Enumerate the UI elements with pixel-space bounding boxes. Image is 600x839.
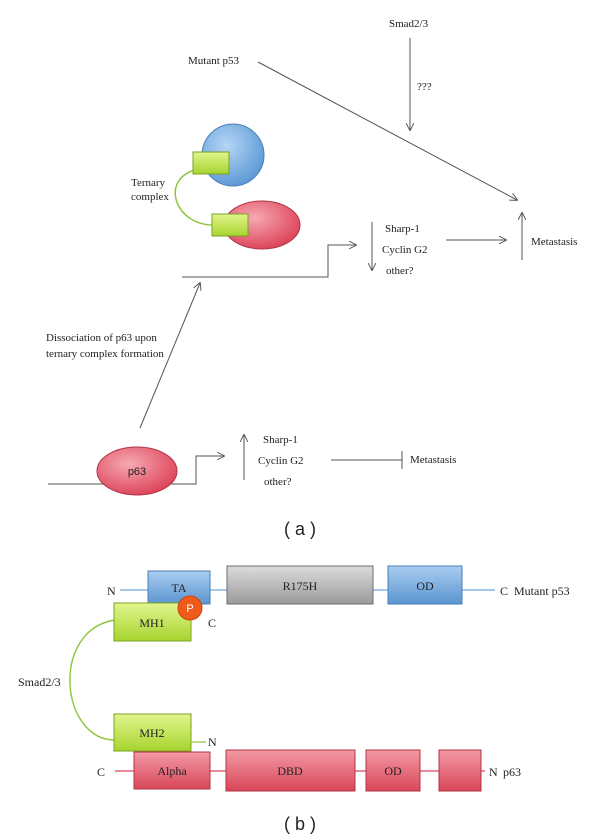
mutant-p53-c-terminus: C bbox=[500, 584, 508, 598]
smad-label: Smad2/3 bbox=[389, 18, 429, 30]
mutant-p53-r175h-label: R175H bbox=[283, 579, 318, 593]
p63-od-domain bbox=[365, 749, 421, 792]
smad-mh2-block bbox=[211, 213, 249, 237]
lower-target-3: other? bbox=[264, 476, 292, 488]
smad-mh2-n-end: N bbox=[208, 735, 217, 749]
panel-a: Smad2/3 ??? Mutant p53 Ternary complex S… bbox=[46, 18, 577, 539]
ternary-complex bbox=[174, 123, 301, 250]
smad-mh1-label: MH1 bbox=[139, 616, 164, 630]
panel-b-label: ( b ) bbox=[284, 814, 316, 834]
p63-alpha-label: Alpha bbox=[157, 764, 187, 778]
dissociation-arrow bbox=[139, 283, 200, 429]
smad-mh1-block bbox=[192, 151, 230, 175]
ternary-complex-label-line1: Ternary bbox=[131, 177, 166, 189]
mutant-p53-ta-label: TA bbox=[171, 581, 186, 595]
p63-c-terminus: C bbox=[97, 765, 105, 779]
lower-target-1: Sharp-1 bbox=[263, 434, 298, 446]
p63-alpha-domain bbox=[133, 751, 211, 790]
lower-metastasis: Metastasis bbox=[410, 454, 456, 466]
p63-ellipse-label: p63 bbox=[128, 466, 146, 478]
phosphorylation-icon bbox=[177, 595, 203, 621]
panel-b: N C Mutant p53 TA R175H OD Smad2/3 MH1 P… bbox=[18, 565, 570, 834]
smad-mh2-domain bbox=[113, 713, 192, 752]
smad-name: Smad2/3 bbox=[18, 675, 61, 689]
mutant-p53-name: Mutant p53 bbox=[514, 584, 570, 598]
lower-promoter bbox=[180, 456, 224, 485]
mutant-p53-arrow bbox=[257, 61, 517, 200]
mutant-p53-od-label: OD bbox=[416, 579, 434, 593]
p63-dbd-label: DBD bbox=[277, 764, 303, 778]
upper-metastasis: Metastasis bbox=[531, 236, 577, 248]
mutant-p53-label: Mutant p53 bbox=[188, 55, 240, 67]
mutant-p53-od-domain bbox=[387, 565, 463, 605]
dissociation-label-line2: ternary complex formation bbox=[46, 348, 164, 360]
upper-target-3: other? bbox=[386, 265, 414, 277]
dissociation-label-line1: Dissociation of p63 upon bbox=[46, 332, 157, 344]
smad-linker bbox=[174, 169, 214, 226]
mutant-p53-n-terminus: N bbox=[107, 584, 116, 598]
panel-a-label: ( a ) bbox=[284, 519, 316, 539]
unknown-mark: ??? bbox=[417, 81, 432, 93]
upper-promoter bbox=[182, 245, 356, 278]
ternary-complex-label-line2: complex bbox=[131, 191, 169, 203]
smad-mh1-c-end: C bbox=[208, 616, 216, 630]
smad-linker-curve bbox=[69, 619, 116, 741]
mutant-p53-r175h-domain bbox=[226, 565, 374, 605]
p63-n-terminal-domain bbox=[438, 749, 482, 792]
smad-mh2-label: MH2 bbox=[139, 726, 164, 740]
p63-od-label: OD bbox=[384, 764, 402, 778]
p63-n-terminus: N bbox=[489, 765, 498, 779]
upper-target-2: Cyclin G2 bbox=[382, 244, 428, 256]
p63-name: p63 bbox=[503, 765, 521, 779]
p63-dbd-domain bbox=[225, 749, 356, 792]
lower-target-2: Cyclin G2 bbox=[258, 455, 304, 467]
mutant-p53-ta-domain bbox=[147, 570, 211, 605]
upper-target-1: Sharp-1 bbox=[385, 223, 420, 235]
phosphorylation-label: P bbox=[186, 603, 193, 615]
p63-ellipse bbox=[96, 446, 178, 496]
